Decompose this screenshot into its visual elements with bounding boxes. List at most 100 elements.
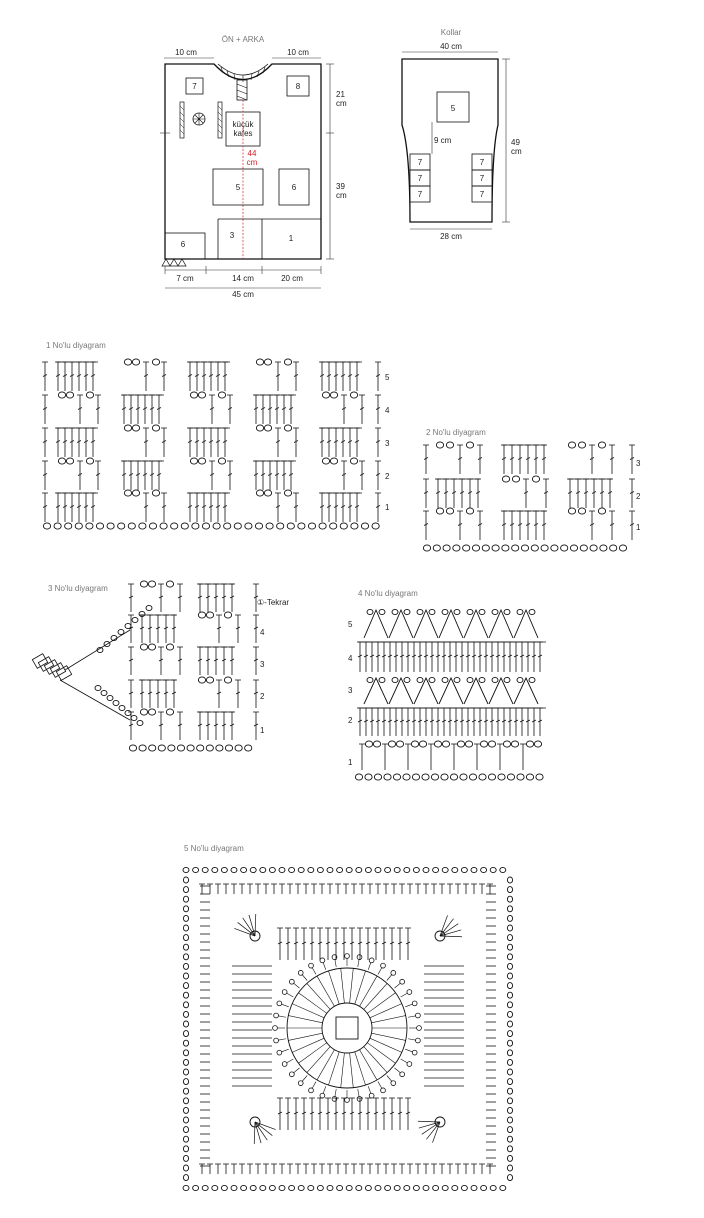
chain-stitch bbox=[533, 740, 543, 748]
double-stitch bbox=[327, 1163, 333, 1174]
treble-stitch bbox=[90, 361, 96, 391]
treble-stitch bbox=[139, 614, 145, 643]
chain-stitch bbox=[182, 1164, 190, 1172]
treble-stitch bbox=[229, 646, 235, 675]
chain-stitch bbox=[489, 1184, 497, 1192]
double-stitch bbox=[199, 883, 205, 894]
double-stitch bbox=[431, 1163, 437, 1174]
ring-chain bbox=[406, 1061, 413, 1067]
treble-stitch bbox=[423, 510, 429, 540]
radial-stitch bbox=[349, 968, 354, 1004]
chain-stitch bbox=[459, 773, 468, 781]
treble-stitch bbox=[609, 444, 615, 474]
treble-stitch bbox=[208, 427, 214, 457]
double-stitch bbox=[367, 883, 373, 894]
ring-stitch bbox=[281, 1003, 289, 1008]
chain-stitch bbox=[223, 611, 233, 619]
ring-stitch bbox=[394, 1067, 401, 1074]
chain-stitch bbox=[372, 740, 382, 748]
collar-box-7-b: 7 bbox=[418, 174, 423, 183]
treble-stitch bbox=[95, 394, 101, 424]
chain-stitch bbox=[432, 544, 441, 552]
chain-stitch bbox=[374, 1184, 382, 1192]
treble-stitch bbox=[42, 361, 48, 391]
treble-stitch bbox=[453, 707, 459, 736]
chain-stitch bbox=[506, 905, 514, 913]
chain-stitch bbox=[535, 773, 544, 781]
bottom-width-1: 7 cm bbox=[176, 274, 194, 283]
radial-stitch bbox=[367, 1042, 396, 1064]
chain-stitch bbox=[249, 866, 257, 874]
treble-stitch bbox=[451, 478, 457, 508]
treble-stitch bbox=[209, 460, 215, 490]
treble-stitch bbox=[253, 646, 259, 675]
ring-chain bbox=[297, 970, 304, 976]
treble-stitch bbox=[333, 927, 339, 960]
treble-stitch bbox=[423, 478, 429, 508]
chain-stitch bbox=[540, 544, 549, 552]
chain-stitch bbox=[373, 773, 383, 781]
treble-stitch bbox=[274, 394, 280, 424]
radial-stitch bbox=[298, 992, 327, 1014]
radial-stitch bbox=[369, 1003, 402, 1019]
treble-stitch bbox=[201, 361, 207, 391]
chain-stitch bbox=[481, 544, 490, 552]
double-stitch bbox=[439, 1163, 445, 1174]
chain-stitch bbox=[403, 676, 411, 684]
d1-row-3: 3 bbox=[385, 439, 390, 448]
treble-stitch bbox=[443, 478, 449, 508]
chain-stitch bbox=[491, 544, 500, 552]
treble-stitch bbox=[128, 679, 134, 708]
chain-stitch bbox=[392, 773, 402, 781]
ring-chain bbox=[308, 962, 314, 969]
treble-stitch bbox=[405, 927, 411, 960]
chain-stitch bbox=[441, 608, 449, 616]
fan-stitch bbox=[439, 915, 448, 937]
ring-stitch bbox=[334, 1089, 337, 1097]
treble-stitch bbox=[227, 394, 233, 424]
lower-height-value: 39 bbox=[336, 182, 345, 191]
chain-stitch bbox=[506, 1116, 514, 1124]
chain-stitch bbox=[217, 457, 227, 465]
chain-stitch bbox=[117, 522, 126, 530]
chain-stitch bbox=[506, 1145, 514, 1153]
treble-stitch bbox=[213, 583, 219, 612]
treble-stitch bbox=[483, 641, 489, 672]
collar-bottom-width: 28 cm bbox=[440, 232, 462, 241]
treble-stitch bbox=[333, 361, 339, 391]
radial-stitch bbox=[354, 970, 366, 1005]
chain-stitch bbox=[433, 740, 443, 748]
treble-stitch bbox=[215, 361, 221, 391]
chain-stitch bbox=[441, 866, 449, 874]
chain-stitch bbox=[499, 1184, 507, 1192]
treble-stitch bbox=[340, 492, 346, 522]
radial-stitch bbox=[363, 983, 388, 1010]
chain-stitch bbox=[307, 866, 315, 874]
treble-stitch bbox=[128, 394, 134, 424]
d3-row-1: 1 bbox=[260, 726, 265, 735]
double-stitch bbox=[263, 883, 269, 894]
chain-stitch bbox=[180, 522, 189, 530]
chain-stitch bbox=[480, 866, 488, 874]
treble-stitch bbox=[171, 614, 177, 643]
d4-row-1: 1 bbox=[348, 758, 353, 767]
ring-stitch bbox=[301, 1075, 308, 1082]
treble-stitch bbox=[531, 707, 537, 736]
treble-stitch bbox=[357, 707, 363, 736]
treble-stitch bbox=[435, 478, 441, 508]
chain-stitch bbox=[189, 391, 199, 399]
double-stitch bbox=[303, 1163, 309, 1174]
treble-stitch bbox=[429, 641, 435, 672]
treble-stitch bbox=[215, 492, 221, 522]
treble-stitch bbox=[457, 510, 463, 540]
chain-stitch bbox=[609, 544, 618, 552]
ring-chain bbox=[319, 1092, 326, 1099]
chain-stitch bbox=[182, 1058, 190, 1066]
chain-stitch bbox=[157, 744, 166, 752]
fan-stitch bbox=[439, 918, 454, 937]
chain-stitch bbox=[421, 773, 430, 781]
treble-stitch bbox=[293, 1097, 299, 1130]
chain-stitch bbox=[182, 924, 190, 932]
chain-stitch bbox=[478, 608, 486, 616]
ring-stitch bbox=[357, 1089, 360, 1097]
